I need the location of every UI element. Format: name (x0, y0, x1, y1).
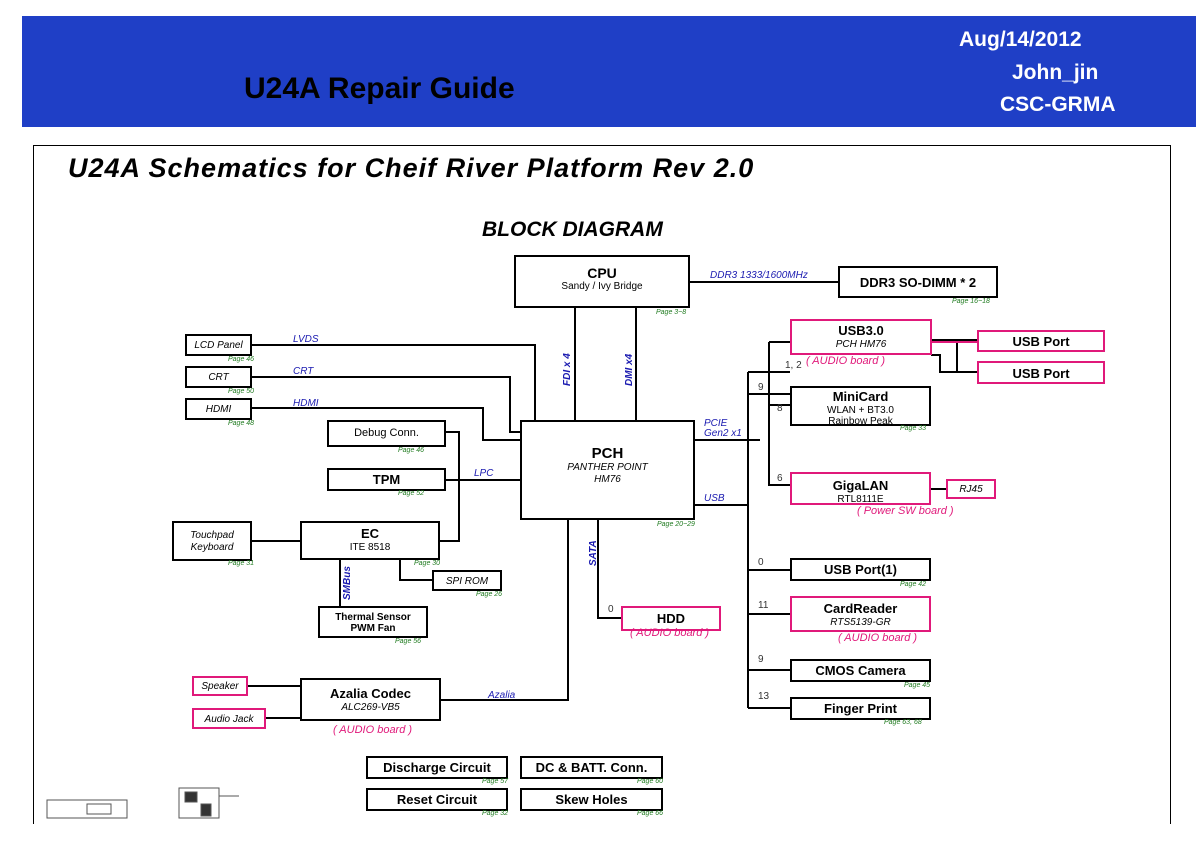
minicard-page-ref: Page 33 (900, 425, 927, 432)
dc-batt-conn-block: DC & BATT. Conn. (520, 756, 663, 779)
pch-block: PCH PANTHER POINT HM76 (520, 420, 695, 520)
touchpad-keyboard-block: Touchpad Keyboard (172, 521, 252, 561)
ec-block: EC ITE 8518 (300, 521, 440, 560)
schematic-frame (33, 145, 1171, 824)
lcd-panel-block: LCD Panel (185, 334, 252, 356)
tpm-block: TPM (327, 468, 446, 491)
minicard-pcie-num: 8 (777, 403, 783, 414)
lpc-bus-label: LPC (474, 468, 494, 479)
cpu-page-ref: Page 3~8 (656, 309, 687, 316)
usb-port-block-2: USB Port (977, 361, 1105, 384)
debug-conn-block: Debug Conn. (327, 420, 446, 447)
skew-page-ref: Page 66 (637, 810, 664, 817)
ec-page-ref: Page 30 (414, 560, 441, 567)
hdmi-page-ref: Page 48 (228, 420, 255, 427)
hdmi-bus-label: HDMI (293, 398, 319, 409)
pcie-bus-label: PCIE (704, 418, 728, 429)
cmos-camera-block: CMOS Camera (790, 659, 931, 682)
finger-page-ref: Page 63, 68 (884, 719, 922, 726)
thumbnail-graphics (46, 787, 239, 819)
cardreader-num: 11 (758, 600, 769, 611)
crt-block: CRT (185, 366, 252, 388)
azalia-bus-label: Azalia (488, 690, 516, 701)
thermal-page-ref: Page 56 (395, 638, 422, 645)
tpm-page-ref: Page 52 (398, 490, 425, 497)
discharge-circuit-block: Discharge Circuit (366, 756, 508, 779)
azalia-board-note: ( AUDIO board ) (333, 724, 413, 736)
gigalan-block: GigaLAN RTL8111E (790, 472, 931, 505)
smbus-bus-label: SMBus (342, 566, 353, 600)
finger-num: 13 (758, 691, 770, 702)
hdd-port-num: 0 (608, 604, 614, 615)
touchpad-page-ref: Page 31 (228, 560, 255, 567)
finger-print-block: Finger Print (790, 697, 931, 720)
discharge-page-ref: Page 57 (482, 778, 509, 785)
ddr3-block: DDR3 SO-DIMM * 2 (838, 266, 998, 298)
pcie-gen2-label: Gen2 x1 (704, 428, 742, 439)
usb3-board-note: ( AUDIO board ) (806, 355, 886, 367)
skew-holes-block: Skew Holes (520, 788, 663, 811)
ddr3-page-ref: Page 16~18 (952, 298, 990, 305)
hdd-board-note: ( AUDIO board ) (630, 627, 710, 639)
usb3-block: USB3.0 PCH HM76 (790, 319, 932, 355)
usb3-port-num: 1, 2 (785, 360, 802, 371)
crt-page-ref: Page 50 (228, 388, 255, 395)
ddr-bus-label: DDR3 1333/1600MHz (710, 270, 808, 281)
fdi-bus-label: FDI x 4 (562, 353, 573, 386)
azalia-codec-block: Azalia Codec ALC269-VB5 (300, 678, 441, 721)
rj45-block: RJ45 (946, 479, 996, 499)
header-author: John_jin (1012, 61, 1099, 84)
header-banner (22, 16, 1196, 127)
debug-page-ref: Page 46 (398, 447, 425, 454)
usb-port-block-1: USB Port (977, 330, 1105, 352)
dcbatt-page-ref: Page 60 (637, 778, 664, 785)
sata-bus-label: SATA (588, 540, 599, 566)
hdd-block: HDD (621, 606, 721, 631)
usb-port-1-block: USB Port(1) (790, 558, 931, 581)
cardreader-block: CardReader RTS5139-GR (790, 596, 931, 632)
audio-jack-block: Audio Jack (192, 708, 266, 729)
spirom-page-ref: Page 26 (476, 591, 503, 598)
lvds-bus-label: LVDS (293, 334, 319, 345)
cpu-block: CPU Sandy / Ivy Bridge (514, 255, 690, 308)
cardreader-board-note: ( AUDIO board ) (838, 632, 918, 644)
dmi-bus-label: DMI x4 (624, 353, 635, 386)
usbport-num: 0 (758, 557, 764, 568)
camera-num: 9 (758, 654, 764, 665)
minicard-usb-num: 9 (758, 382, 764, 393)
crt-bus-label: CRT (293, 366, 314, 377)
block-diagram-title: BLOCK DIAGRAM (482, 218, 663, 241)
lan-pcie-num: 6 (777, 473, 783, 484)
spi-rom-block: SPI ROM (432, 570, 502, 591)
hdmi-block: HDMI (185, 398, 252, 420)
lcd-page-ref: Page 46 (228, 356, 255, 363)
usbport3-page-ref: Page 42 (900, 581, 927, 588)
gigalan-board-note: ( Power SW board ) (857, 505, 954, 517)
pch-page-ref: Page 20~29 (657, 521, 695, 528)
speaker-block: Speaker (192, 676, 248, 696)
camera-page-ref: Page 45 (904, 682, 931, 689)
minicard-block: MiniCard WLAN + BT3.0 Rainbow Peak (790, 386, 931, 427)
schematic-title: U24A Schematics for Cheif River Platform… (68, 153, 755, 183)
page-title: U24A Repair Guide (244, 72, 515, 105)
header-group: CSC-GRMA (1000, 93, 1116, 116)
usb-bus-label: USB (704, 493, 725, 504)
thermal-sensor-block: Thermal Sensor PWM Fan (318, 606, 428, 638)
reset-page-ref: Page 32 (482, 810, 509, 817)
header-date: Aug/14/2012 (959, 28, 1082, 51)
reset-circuit-block: Reset Circuit (366, 788, 508, 811)
